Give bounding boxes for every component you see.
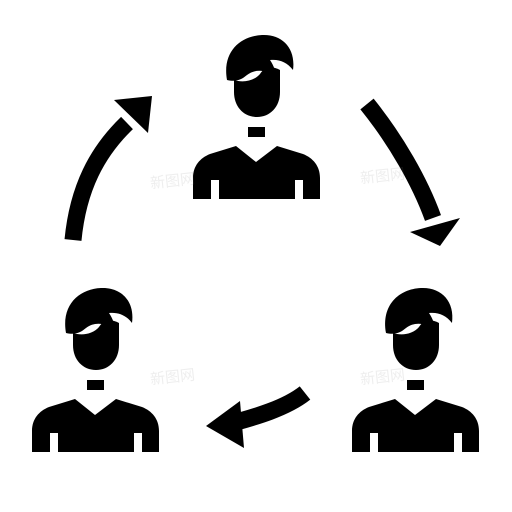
person-icon-left <box>32 287 159 452</box>
hair-shape <box>226 34 294 81</box>
person-icon-top <box>193 34 320 199</box>
neck-shape <box>248 127 265 137</box>
arrow-top-right <box>64 96 152 241</box>
arrow-bottom <box>360 98 460 246</box>
torso-shape <box>193 146 320 199</box>
face-shape <box>234 67 280 117</box>
person-icon-right <box>352 287 479 452</box>
arrow-top-left <box>206 386 311 448</box>
